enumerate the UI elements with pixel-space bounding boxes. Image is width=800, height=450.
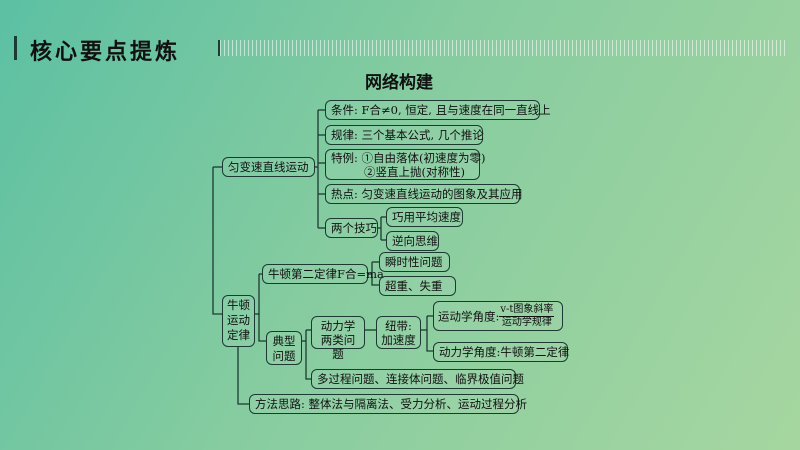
node-multi-process: 多过程问题、连接体问题、临界极值问题	[311, 369, 524, 389]
node-trick-avg-velocity: 巧用平均速度	[386, 207, 463, 227]
connector-method	[237, 347, 249, 405]
page-title: 核心要点提炼	[30, 39, 181, 65]
node-condition: 条件: F合≠0, 恒定, 且与速度在同一直线上	[325, 100, 551, 120]
connector-law-spine	[371, 262, 379, 286]
connector-trunk	[212, 167, 222, 315]
special-title: 特例:	[331, 151, 358, 165]
node-dynamics-angle: 动力学角度:牛顿第二定律	[433, 342, 569, 362]
node-method: 方法思路: 整体法与隔离法、受力分析、运动过程分析	[249, 394, 527, 414]
fraction-numerator: v-t图象斜率	[499, 304, 555, 317]
node-second-law: 牛顿第二定律F合=ma	[262, 264, 384, 284]
kinematics-fraction: v-t图象斜率运动学规律	[499, 304, 555, 329]
node-instantaneous: 瞬时性问题	[379, 252, 450, 272]
fraction-denominator: 运动学规律	[501, 317, 552, 328]
node-bridge-acceleration: 纽带: 加速度	[376, 316, 421, 349]
kinematics-angle-label: 运动学角度:	[438, 309, 500, 324]
header-stripe	[218, 40, 786, 56]
connector-n-spine	[258, 274, 266, 342]
node-dynamics-two: 动力学两类问题	[311, 316, 365, 361]
node-uniform-motion: 匀变速直线运动	[222, 157, 315, 177]
node-trick-reverse: 逆向思维	[386, 231, 439, 251]
node-law: 规律: 三个基本公式, 几个推论	[325, 125, 484, 145]
node-typical-problems: 典型问题	[266, 331, 302, 365]
node-over-under-weight: 超重、失重	[379, 276, 456, 296]
connector-angle-spine	[426, 316, 433, 352]
node-hotspot: 热点: 匀变速直线运动的图象及其应用	[325, 184, 523, 204]
header-accent	[14, 36, 17, 60]
special-case-2: ②竖直上抛(对称性)	[364, 165, 465, 179]
node-tricks: 两个技巧	[325, 218, 378, 238]
connector-typ-spine	[305, 330, 311, 380]
map-title: 网络构建	[365, 73, 433, 93]
node-newton-laws: 牛顿运动定律	[222, 295, 255, 347]
header-bar: 核心要点提炼	[0, 34, 800, 65]
special-case-1: ①自由落体(初速度为零)	[361, 151, 486, 165]
node-kinematics-angle: 运动学角度:v-t图象斜率运动学规律	[433, 301, 563, 331]
node-special-cases: 特例: ①自由落体(初速度为零) ②竖直上抛(对称性)	[325, 149, 486, 180]
